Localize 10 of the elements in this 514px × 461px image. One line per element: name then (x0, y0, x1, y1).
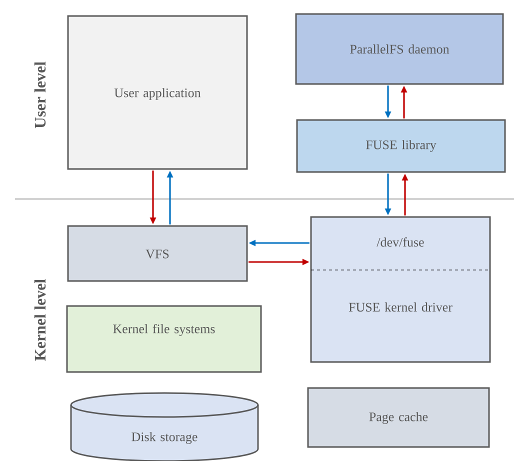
process-box: ParallelFS daemon (295, 13, 504, 85)
process-box: /dev/fuse FUSE kernel driver (310, 216, 491, 363)
process-box: Page cache (307, 387, 490, 448)
level-label: Kernel level (34, 279, 46, 361)
level-label: User level (34, 62, 46, 128)
process-box: Kernel file systems (66, 305, 262, 373)
process-box: User application (67, 15, 248, 170)
storage-cylinder: Disk storage (70, 392, 259, 461)
process-box: FUSE library (296, 119, 506, 173)
process-box: VFS (67, 225, 248, 282)
